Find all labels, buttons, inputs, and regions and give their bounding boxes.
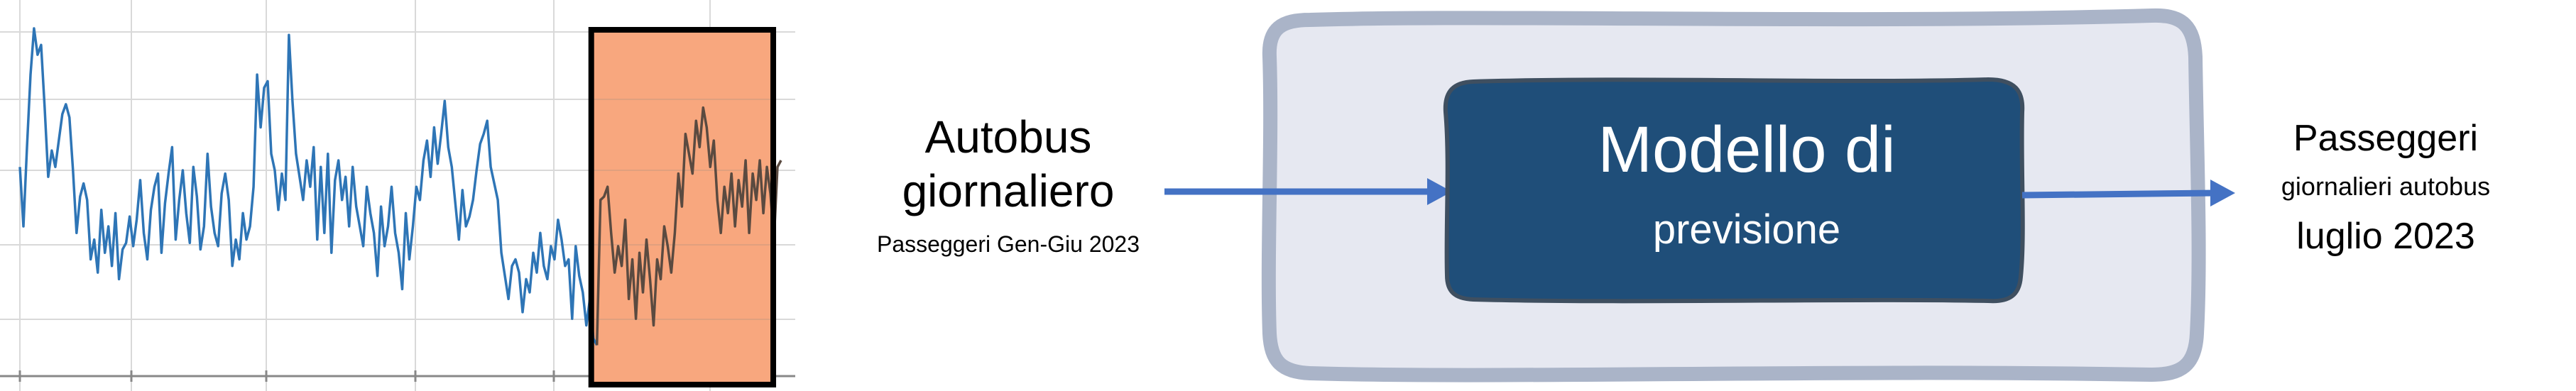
output-line2: giornalieri autobus bbox=[2281, 172, 2491, 201]
input-title-line1: Autobus bbox=[924, 111, 1092, 163]
output-label: Passeggeri giornalieri autobus luglio 20… bbox=[2222, 114, 2549, 263]
output-arrow bbox=[2021, 189, 2216, 199]
ridership-time-series-chart bbox=[0, 0, 795, 391]
input-title-line2: giornaliero bbox=[902, 165, 1115, 216]
output-line1: Passeggeri bbox=[2293, 118, 2479, 159]
model-label: Modello di previsione bbox=[1456, 85, 2038, 305]
input-label: Autobus giornaliero Passeggeri Gen-Giu 2… bbox=[817, 110, 1200, 260]
highlight-border bbox=[588, 27, 777, 387]
input-arrow-head bbox=[1427, 178, 1452, 205]
highlighted-series-line bbox=[595, 106, 782, 346]
series-line bbox=[18, 27, 599, 346]
output-line3: luglio 2023 bbox=[2296, 216, 2475, 257]
model-title-line2: previsione bbox=[1652, 206, 1841, 253]
input-subtitle: Passeggeri Gen-Giu 2023 bbox=[877, 231, 1140, 257]
model-title-line1: Modello di bbox=[1598, 114, 1896, 186]
